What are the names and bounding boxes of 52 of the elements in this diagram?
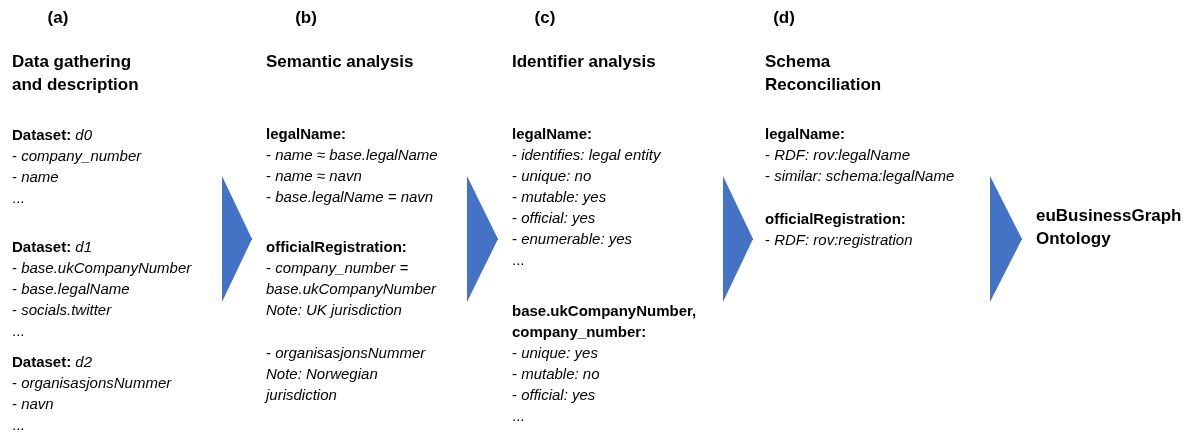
field-item: - unique: yes: [512, 343, 599, 363]
field-item: - company_number: [12, 146, 143, 166]
field-item: - organisasjonsNummer: [266, 343, 427, 363]
field-item: - base.legalName: [12, 279, 131, 299]
field-heading: legalName:: [512, 124, 594, 144]
field-heading: officialRegistration:: [266, 237, 408, 257]
field-heading: legalName:: [765, 124, 847, 144]
chevron-arrow: [221, 176, 253, 302]
field-item: - similar: schema:legalName: [765, 166, 956, 186]
field-item: - mutable: no: [512, 364, 601, 384]
step-heading: Identifier analysis: [512, 51, 657, 73]
field-item: - name ≈ base.legalName: [266, 145, 439, 165]
field-item: - company_number = base.ukCompanyNumber: [266, 258, 438, 299]
step-heading: euBusinessGraph Ontology: [1036, 205, 1183, 250]
field-item: Dataset: d1: [12, 237, 94, 257]
field-item: Note: UK jurisdiction: [266, 300, 403, 320]
field-item: Note: Norwegian jurisdiction: [266, 364, 379, 405]
chevron-arrow: [722, 176, 754, 302]
field-item: - name: [12, 167, 60, 187]
panel-label: (d): [773, 8, 795, 28]
field-heading: officialRegistration:: [765, 209, 907, 229]
panel-label: (b): [295, 8, 317, 28]
field-item: ...: [12, 321, 26, 341]
field-item: - base.legalName = navn: [266, 187, 435, 207]
field-item: - name ≈ navn: [266, 166, 363, 186]
field-item: - organisasjonsNummer: [12, 373, 173, 393]
field-item: - RDF: rov:registration: [765, 230, 914, 250]
field-item: - RDF: rov:legalName: [765, 145, 912, 165]
field-item: - official: yes: [512, 208, 597, 228]
chevron-arrow: [466, 176, 499, 302]
step-heading: Schema Reconciliation: [765, 51, 883, 96]
field-item: - navn: [12, 394, 55, 414]
step-heading: Semantic analysis: [266, 51, 415, 73]
field-item: ...: [512, 406, 526, 426]
step-heading: Data gathering and description: [12, 51, 140, 96]
field-item: - base.ukCompanyNumber: [12, 258, 193, 278]
field-item: - unique: no: [512, 166, 593, 186]
field-item: - identifies: legal entity: [512, 145, 662, 165]
panel-label: (a): [47, 8, 69, 28]
field-heading: base.ukCompanyNumber, company_number:: [512, 301, 698, 342]
field-item: ...: [12, 188, 26, 208]
field-item: - mutable: yes: [512, 187, 608, 207]
field-item: - enumerable: yes: [512, 229, 634, 249]
panel-label: (c): [534, 8, 556, 28]
field-heading: legalName:: [266, 124, 348, 144]
field-item: Dataset: d0: [12, 125, 94, 145]
chevron-arrow: [989, 176, 1023, 302]
field-item: - socials.twitter: [12, 300, 113, 320]
field-item: ...: [512, 250, 526, 270]
field-item: ...: [12, 415, 26, 435]
field-item: - official: yes: [512, 385, 597, 405]
field-item: Dataset: d2: [12, 352, 94, 372]
